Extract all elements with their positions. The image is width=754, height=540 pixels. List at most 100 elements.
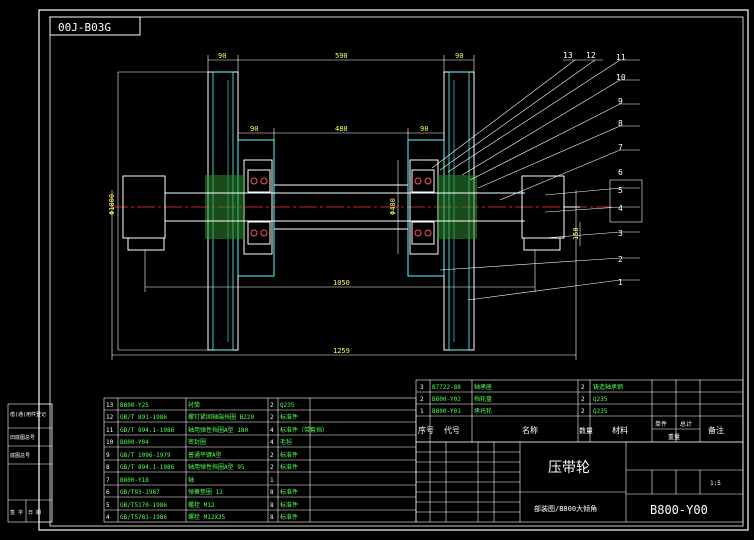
pl-qty: 2 <box>581 408 585 415</box>
pl-qty: 8 <box>270 502 274 509</box>
dim-90-left: 90 <box>218 52 226 60</box>
strip-label: 底图总号 <box>10 452 30 459</box>
callout-2: 2 <box>618 255 623 264</box>
parts-list-lower-text: 13 B800-Y25 衬筒 2 Q235 12 GB/T 891-1986 螺… <box>106 401 328 521</box>
strip-label: 日 期 <box>28 510 41 516</box>
header-qty: 数量 <box>579 426 593 435</box>
pl-no: 11 <box>106 427 114 434</box>
pl-name: 轴 <box>188 476 194 484</box>
callout-1: 1 <box>618 278 623 287</box>
pl-code: GB/T5170-1986 <box>120 502 167 509</box>
pl-code: GB/T 891-1986 <box>120 414 167 421</box>
pl-code: GB/T93-1987 <box>120 489 160 496</box>
pl-code: B7722-88 <box>432 384 461 391</box>
dim-150: 150 <box>572 227 580 240</box>
pl-mat: 标准件 <box>280 488 298 496</box>
left-strip <box>7 403 53 523</box>
pl-no: 10 <box>106 439 114 446</box>
pl-qty: 2 <box>270 452 274 459</box>
header-weight: 重量 <box>668 433 680 441</box>
right-bearing-seat <box>521 175 580 251</box>
pl-code: GB/T 894.1-1986 <box>120 464 175 471</box>
dim-phi-outer: Φ1000 <box>108 194 116 215</box>
pl-no: 7 <box>106 477 110 484</box>
dim-1259: 1259 <box>333 347 350 355</box>
pl-qty: 8 <box>270 489 274 496</box>
pl-no: 1 <box>420 408 424 415</box>
header-code: 代号 <box>444 425 460 435</box>
drawing-number-top: 00J-B03G <box>58 21 111 34</box>
dimension-texts: 90 590 90 90 480 90 1050 1259 Φ1000 Φ400… <box>108 52 580 355</box>
pl-qty: 4 <box>270 439 274 446</box>
subtitle: 部装图/B800大倾角 <box>534 504 597 513</box>
pl-no: 6 <box>106 489 110 496</box>
pl-no: 2 <box>420 396 424 403</box>
pl-name: 螺栓 M12X35 <box>188 513 226 521</box>
title: 压带轮 <box>548 460 590 476</box>
pl-name: 衬筒 <box>188 401 200 409</box>
pl-code: B800-Y01 <box>432 408 461 415</box>
pl-no: 9 <box>106 452 110 459</box>
dim-90-hub-left: 90 <box>250 125 258 133</box>
pl-no: 8 <box>106 464 110 471</box>
callout-10: 10 <box>616 73 626 82</box>
strip-label: 旧底图总号 <box>10 434 35 441</box>
strip-label: 签 字 <box>10 509 23 516</box>
pl-code: B800-Y04 <box>120 439 149 446</box>
right-hub <box>407 139 477 277</box>
left-hub <box>205 139 275 277</box>
pl-mat: 标准件 <box>280 501 298 509</box>
dim-480: 480 <box>335 125 348 133</box>
callout-12: 12 <box>586 51 596 60</box>
pl-name: 弹簧垫圈 12 <box>188 488 223 496</box>
title-block <box>415 441 744 523</box>
header-no: 序号 <box>418 425 434 435</box>
pl-name: 承托轮 <box>474 407 492 415</box>
callout-7: 7 <box>618 143 623 152</box>
dim-590: 590 <box>335 52 348 60</box>
callout-box-5 <box>609 179 643 223</box>
header-single: 单件 <box>655 420 667 428</box>
strip-label: 借(通)用件登记 <box>10 411 46 418</box>
header-remark: 备注 <box>708 425 724 435</box>
pl-no: 4 <box>106 514 110 521</box>
dim-90-right: 90 <box>455 52 463 60</box>
shaft <box>165 184 525 230</box>
pl-qty: 2 <box>270 414 274 421</box>
pl-name: 密封圈 <box>188 438 206 446</box>
pl-name: 轴用弹性挡圈A型 95 <box>188 463 245 471</box>
callout-13: 13 <box>563 51 573 60</box>
header-mat: 材料 <box>612 425 628 435</box>
pl-no: 3 <box>420 384 424 391</box>
pl-qty: 2 <box>581 396 585 403</box>
callout-8: 8 <box>618 119 623 128</box>
pl-name: 轴用弹性挡圈A型 180 <box>188 426 248 434</box>
pl-code: GB/T 894.1-1986 <box>120 427 175 434</box>
drawing-number-box <box>49 16 141 36</box>
pl-code: B800-Y02 <box>432 396 461 403</box>
pl-name: 普通平键A型 <box>188 451 222 459</box>
pl-no: 5 <box>106 502 110 509</box>
left-bearing-seat <box>122 175 166 251</box>
callout-4: 4 <box>618 204 623 213</box>
pl-no: 13 <box>106 402 114 409</box>
scale: 1:5 <box>710 480 721 487</box>
dimensions <box>111 55 581 360</box>
pl-mat: 标准件 <box>280 513 298 521</box>
pl-qty: 4 <box>270 427 274 434</box>
pl-mat: Q235 <box>593 408 608 415</box>
dim-1050: 1050 <box>333 279 350 287</box>
dim-phi-hub: Φ400 <box>389 198 397 215</box>
pl-mat: 标准件 <box>280 413 298 421</box>
pl-name: 螺钉紧固轴端挡圈 B220 <box>188 413 254 421</box>
pl-mat: 铸造轴承钢 <box>593 383 623 391</box>
pl-qty: 1 <box>270 477 274 484</box>
pl-mat: 标准件 <box>280 451 298 459</box>
pl-code: GB/T5781-1986 <box>120 514 167 521</box>
pl-code: B800-Y25 <box>120 402 149 409</box>
callout-9: 9 <box>618 97 623 106</box>
callout-5: 5 <box>618 186 623 195</box>
pl-code: B800-Y18 <box>120 477 149 484</box>
pl-code: GB/T 1096-1979 <box>120 452 171 459</box>
header-total: 总计 <box>680 420 692 428</box>
